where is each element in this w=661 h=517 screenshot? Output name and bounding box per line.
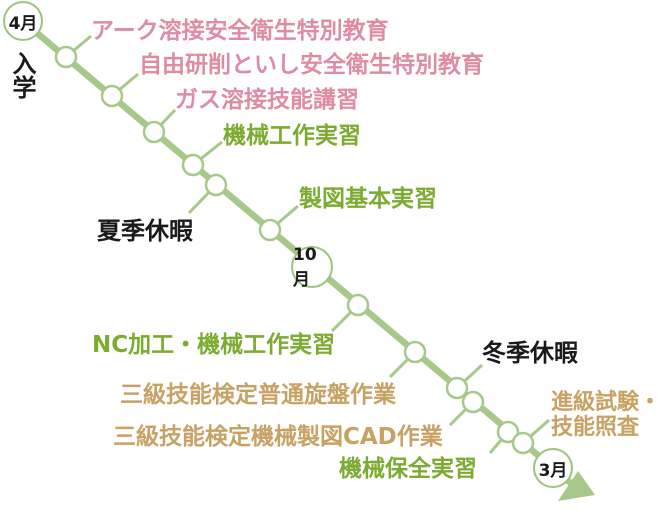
node-arc-welding [54, 45, 78, 69]
enrollment-label: 入学 [8, 51, 36, 99]
month-badge-october: 10月 [291, 245, 333, 290]
event-label-arc-welding: アーク溶接安全衛生特別教育 [91, 18, 389, 44]
event-label-maintenance: 機械保全実習 [339, 456, 477, 482]
node-nc-machining [346, 293, 370, 317]
month-badge-april: 4月 [3, 1, 43, 41]
event-label-gas-welding: ガス溶接技能講習 [175, 87, 359, 113]
event-label-lathe-cert: 三級技能検定普通旋盤作業 [120, 382, 396, 408]
event-label-drafting: 製図基本実習 [299, 186, 437, 212]
event-label-winter-vacation: 冬季休暇 [482, 339, 578, 367]
arrow-head [558, 471, 595, 501]
node-maintenance [496, 420, 520, 444]
node-cad-cert [461, 390, 485, 414]
node-promotion-exam [511, 431, 535, 455]
node-grinding [100, 84, 124, 108]
node-lathe-cert [403, 340, 427, 364]
event-label-grinding: 自由研削といし安全衛生特別教育 [139, 52, 484, 78]
event-label-cad-cert: 三級技能検定機械製図CAD作業 [113, 424, 443, 450]
month-badge-march: 3月 [533, 448, 573, 488]
timeline-nodes [54, 45, 535, 455]
event-label-nc-machining: NC加工・機械工作実習 [92, 332, 336, 358]
node-drafting [258, 218, 282, 242]
event-label-machine-work: 機械工作実習 [223, 123, 361, 149]
event-label-promotion-exam: 進級試験・ 技能照査 [551, 390, 661, 440]
node-winter-vacation [445, 376, 469, 400]
node-gas-welding [142, 120, 166, 144]
node-machine-work [181, 153, 205, 177]
event-label-summer-vacation: 夏季休暇 [97, 217, 193, 245]
node-summer-vacation [204, 173, 228, 197]
